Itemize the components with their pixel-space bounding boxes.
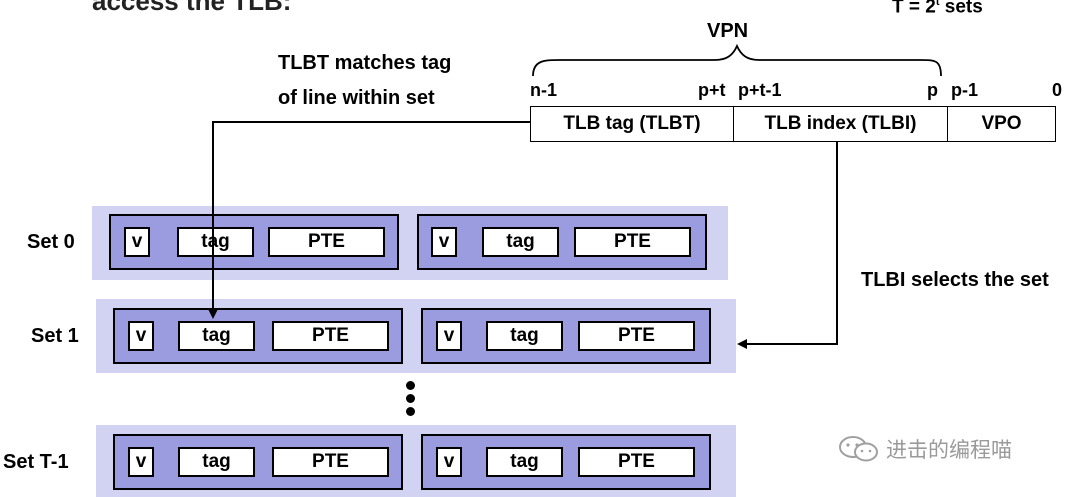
watermark-text: 进击的编程喵 [886, 439, 1012, 462]
tlbt-note-line1: TLBT matches tag [278, 52, 452, 74]
sets-note-suffix: sets [939, 0, 983, 18]
pte-cell: PTE [578, 321, 695, 351]
tag-cell: tag [486, 447, 563, 477]
tag-cell: tag [482, 227, 559, 257]
pte-cell: PTE [268, 227, 385, 257]
tag-cell: tag [177, 227, 254, 257]
set-0-line-0: v tag PTE [109, 214, 399, 270]
slide-title: access the TLB: [92, 0, 292, 16]
tlbt-arrow [208, 121, 530, 319]
tag-cell: tag [178, 447, 255, 477]
sets-note-base: T = 2 [892, 0, 936, 18]
set-0-label: Set 0 [27, 231, 75, 253]
tlbt-note-line2: of line within set [278, 87, 435, 109]
pte-cell: PTE [578, 447, 695, 477]
valid-bit: v [436, 321, 462, 351]
valid-bit: v [128, 447, 154, 477]
vpn-brace [532, 43, 942, 77]
set-t-1-line-1: v tag PTE [421, 434, 711, 490]
set-1-line-0: v tag PTE [113, 308, 403, 364]
watermark: 进击的编程喵 [838, 434, 1012, 464]
set-0-line-1: v tag PTE [417, 214, 707, 270]
set-1: v tag PTE v tag PTE [96, 299, 736, 373]
sets-count-note: T = 2t sets [892, 0, 983, 18]
bit-label-n-1: n-1 [530, 80, 557, 100]
valid-bit: v [124, 227, 150, 257]
virtual-address-fields: TLB tag (TLBT) TLB index (TLBI) VPO [530, 106, 1056, 142]
valid-bit: v [128, 321, 154, 351]
sets-note-exponent: t [935, 0, 940, 8]
tlbi-arrow [737, 142, 838, 349]
ellipsis-vertical-icon [403, 381, 417, 420]
vpo-field: VPO [947, 107, 1055, 141]
tlbt-field: TLB tag (TLBT) [563, 113, 701, 134]
set-1-line-1: v tag PTE [421, 308, 711, 364]
bit-label-p-1: p-1 [951, 80, 978, 100]
tag-cell: tag [486, 321, 563, 351]
pte-cell: PTE [272, 321, 389, 351]
tag-cell: tag [178, 321, 255, 351]
set-t-1-label: Set T-1 [3, 451, 69, 473]
pte-cell: PTE [272, 447, 389, 477]
bit-label-0: 0 [1052, 80, 1063, 100]
set-1-label: Set 1 [31, 325, 79, 347]
set-t-1: v tag PTE v tag PTE [96, 425, 736, 497]
bit-label-p-plus-t-1: p+t-1 [738, 80, 782, 100]
set-0: v tag PTE v tag PTE [92, 206, 728, 280]
tlbi-field: TLB index (TLBI) [733, 107, 947, 141]
bit-label-p-plus-t: p+t [698, 80, 726, 100]
valid-bit: v [431, 227, 457, 257]
bit-label-p: p [927, 80, 938, 100]
wechat-icon [839, 436, 878, 462]
pte-cell: PTE [574, 227, 691, 257]
vpn-label: VPN [707, 20, 749, 42]
valid-bit: v [436, 447, 462, 477]
set-t-1-line-0: v tag PTE [113, 434, 403, 490]
tlbi-note: TLBI selects the set [861, 269, 1049, 291]
